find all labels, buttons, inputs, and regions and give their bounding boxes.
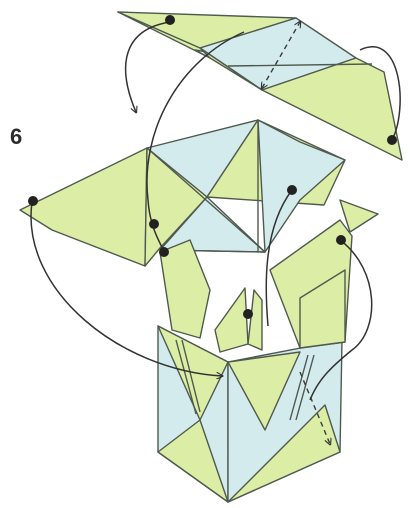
box-inner-left-flap (214, 287, 249, 353)
arrow-center-flap-down (265, 189, 293, 327)
dot-inner-flap (243, 309, 253, 319)
dot-top-flap (165, 15, 175, 25)
dot-center-flap (287, 185, 297, 195)
arrow-right-wing-loop (359, 46, 401, 141)
right-wing-flap (339, 199, 379, 233)
top-flap-dashed-fold (262, 22, 300, 88)
middle-blue-right (257, 119, 346, 253)
dot-right-wing (387, 135, 397, 145)
reference-dots (28, 15, 397, 319)
dot-right-flap (336, 235, 346, 245)
dot-middle-left-lower (159, 247, 169, 257)
motion-arrows (30, 21, 401, 401)
box-crease-a (175, 339, 197, 415)
arrow-left-wing-to-box (30, 201, 222, 376)
dot-left-wing (28, 196, 38, 206)
box-left-flap (159, 239, 211, 339)
middle-green-left (144, 147, 208, 267)
box-crease-b (181, 339, 201, 413)
box-inner-center-flap (247, 289, 263, 351)
arrow-top-flap-swing (146, 31, 245, 253)
box-crease-d (295, 354, 315, 421)
dot-middle-left (149, 219, 159, 229)
middle-layer (19, 119, 379, 267)
middle-crease-1 (146, 147, 266, 253)
arrow-top-flap-down (124, 21, 171, 112)
box-front-bottom-left (157, 419, 229, 503)
box-dashed-fold (299, 371, 330, 444)
arrow-right-flap-loop (309, 239, 373, 401)
bottom-box (157, 219, 353, 503)
box-crease-c (289, 354, 309, 421)
top-flap (117, 11, 403, 161)
box-right-inner-panel (299, 269, 346, 349)
left-wing-flap (19, 147, 148, 267)
box-front-right-triangle (227, 404, 341, 503)
box-front-right-mid (227, 351, 301, 431)
top-flap-right-triangle (199, 47, 263, 91)
step-number: 6 (10, 124, 23, 149)
